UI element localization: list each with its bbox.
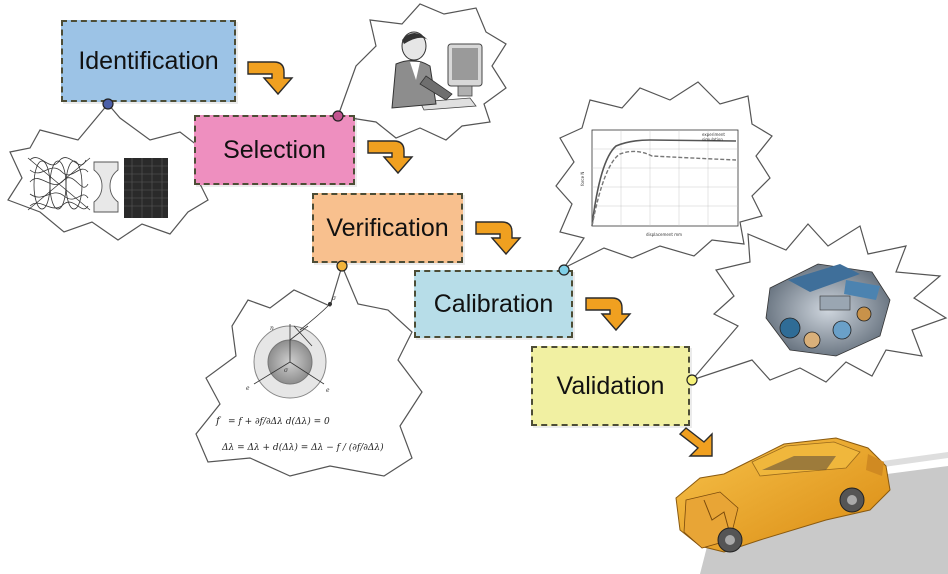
- force-displacement-chart-illustration: experiment simulation displacement mm fo…: [580, 129, 739, 237]
- step-verification: Verification: [312, 193, 463, 263]
- material-samples-illustration: [27, 157, 168, 218]
- chart-xlabel: displacement mm: [646, 232, 682, 237]
- chart-legend-experiment: experiment: [702, 132, 725, 137]
- connector-dot: [332, 110, 344, 122]
- svg-text:e: e: [326, 387, 330, 394]
- car-crash-simulation-illustration: [675, 437, 948, 574]
- formula-eq1-lhs: f: [215, 416, 222, 427]
- step-label: Identification: [78, 46, 219, 75]
- chart-ylabel: force N: [580, 172, 585, 186]
- step-label: Validation: [556, 371, 665, 400]
- engineer-at-computer-illustration: [391, 31, 483, 111]
- connector-dot: [336, 260, 348, 272]
- engine-model-illustration: [765, 263, 891, 357]
- arrow-icon: [475, 221, 522, 256]
- formula-eq1: = f + ∂f/∂Δλ d(Δλ) = 0: [228, 416, 330, 427]
- callout-validation: [690, 223, 948, 383]
- svg-text:σ: σ: [332, 295, 337, 302]
- callout-verification: σ n e e σ = f + ∂f/∂Δλ d(Δλ) = 0 f Δλ = …: [195, 264, 423, 477]
- step-label: Calibration: [433, 289, 554, 318]
- arrow-icon: [585, 297, 632, 332]
- step-validation: Validation: [531, 346, 690, 426]
- callout-calibration: experiment simulation displacement mm fo…: [555, 81, 773, 270]
- step-label: Selection: [223, 135, 326, 164]
- connector-dot: [558, 264, 570, 276]
- svg-text:n: n: [270, 325, 274, 332]
- connector-dot: [686, 374, 698, 386]
- arrow-icon: [367, 140, 414, 175]
- arrow-icon: [247, 61, 294, 96]
- step-label: Verification: [326, 213, 449, 242]
- callout-selection: [337, 3, 507, 141]
- step-selection: Selection: [194, 115, 355, 185]
- arrow-icon: [678, 427, 713, 457]
- step-arrows: [247, 61, 713, 457]
- connector-dot: [102, 98, 114, 110]
- svg-text:σ: σ: [284, 367, 289, 374]
- svg-text:e: e: [246, 385, 250, 392]
- formula-eq2: Δλ = Δλ + d(Δλ) = Δλ − f / (∂f/∂Δλ): [221, 442, 384, 453]
- callout-identification: [7, 103, 209, 241]
- chart-legend-simulation: simulation: [702, 137, 723, 142]
- step-identification: Identification: [61, 20, 236, 102]
- return-mapping-formulas-illustration: σ n e e σ = f + ∂f/∂Δλ d(Δλ) = 0 f Δλ = …: [215, 295, 384, 453]
- step-calibration: Calibration: [414, 270, 573, 338]
